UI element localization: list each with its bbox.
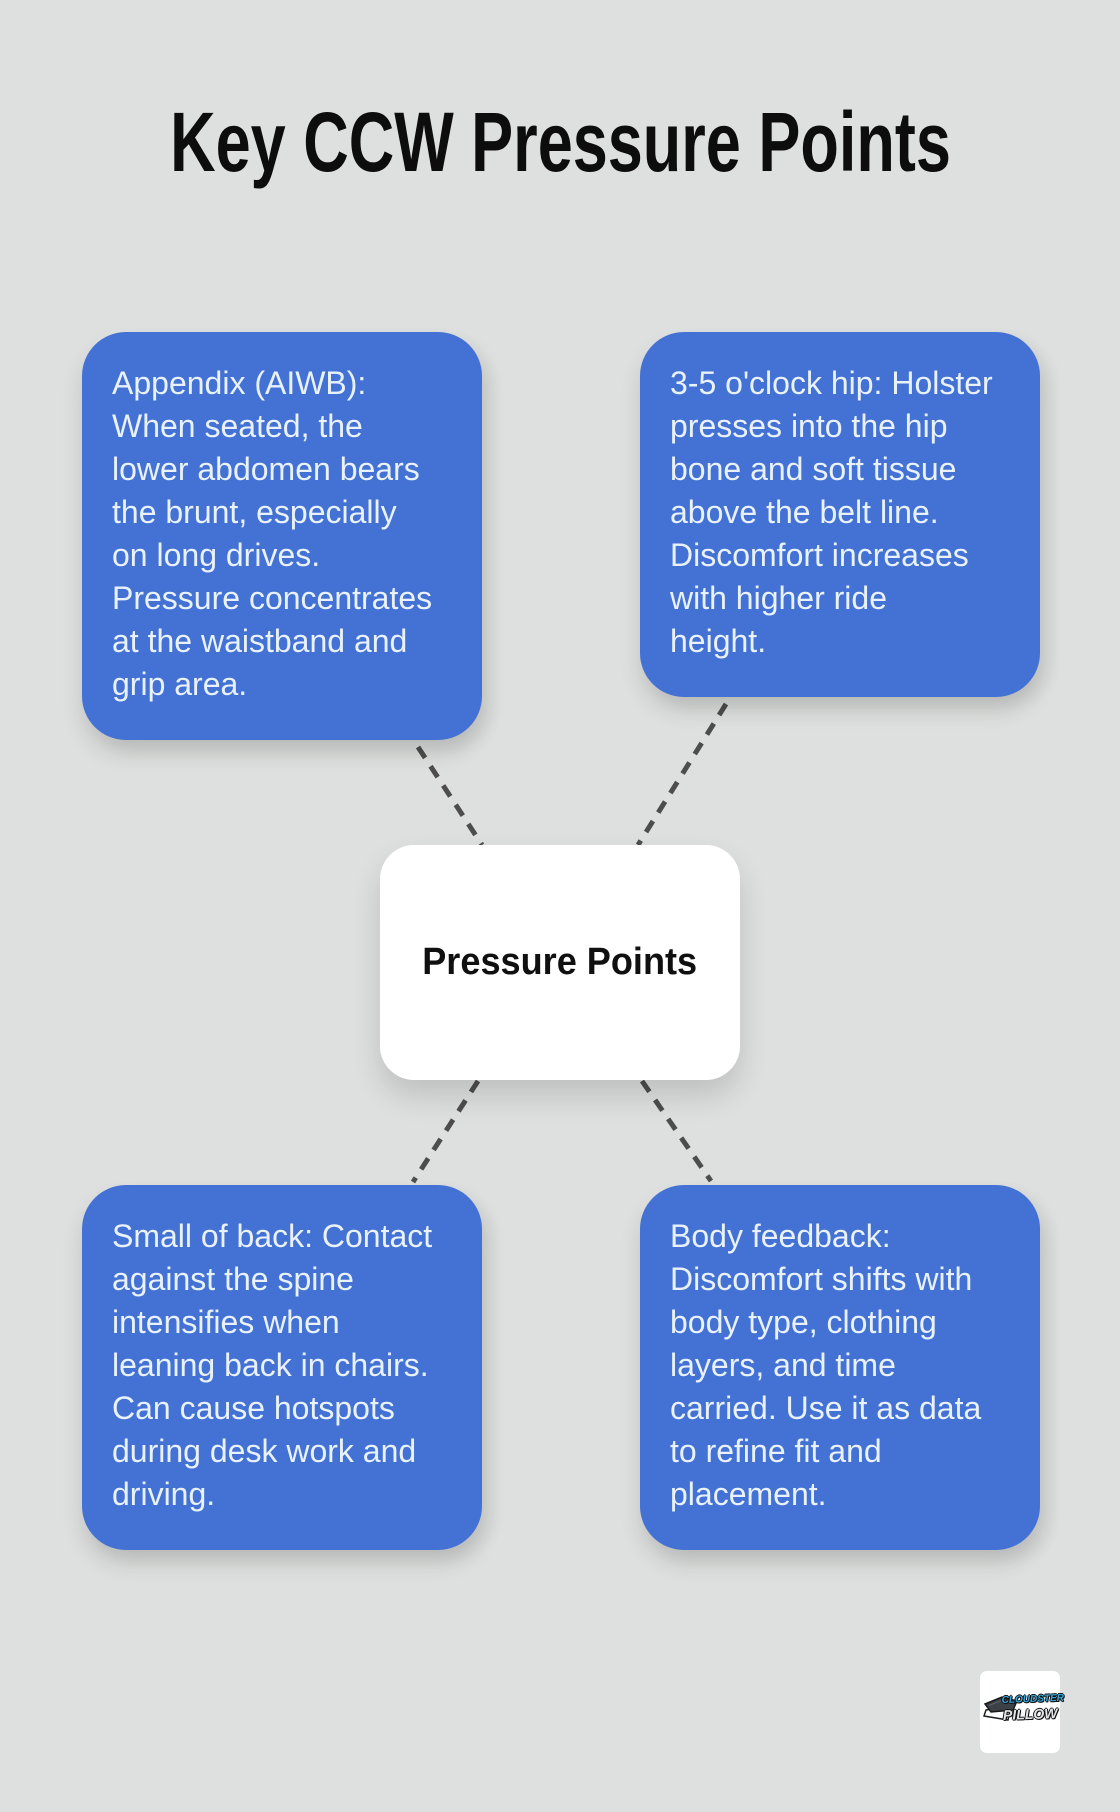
node-text-appendix: Appendix (AIWB): When seated, the lower … [112, 365, 433, 702]
page-title: Key CCW Pressure Points [0, 94, 1120, 191]
logo-brand-top: CLOUDSTER [1001, 1692, 1065, 1706]
logo-card: CLOUDSTER PILLOW [980, 1671, 1065, 1753]
connector-bottom-right [639, 1079, 714, 1183]
node-box-hip: 3-5 o'clock hip: Holster presses into th… [640, 332, 1040, 697]
logo-brand-bottom: PILLOW [1002, 1705, 1058, 1723]
center-node-label: Pressure Points [422, 941, 698, 983]
page-title-text: Key CCW Pressure Points [169, 95, 951, 189]
pillow-icon [983, 1696, 1019, 1721]
node-box-body-feedback: Body feedback: Discomfort shifts with bo… [640, 1185, 1040, 1550]
center-node: Pressure Points [380, 845, 740, 1080]
logo-brand: CLOUDSTER PILLOW [1001, 1692, 1065, 1723]
node-text-body-feedback: Body feedback: Discomfort shifts with bo… [670, 1218, 982, 1512]
connector-top-left [415, 745, 485, 847]
node-box-small-of-back: Small of back: Contact against the spine… [82, 1185, 482, 1550]
connector-bottom-left [410, 1079, 481, 1184]
connector-top-right [635, 702, 729, 847]
node-text-hip: 3-5 o'clock hip: Holster presses into th… [670, 365, 993, 659]
node-box-appendix: Appendix (AIWB): When seated, the lower … [82, 332, 482, 740]
node-text-small-of-back: Small of back: Contact against the spine… [112, 1218, 433, 1512]
